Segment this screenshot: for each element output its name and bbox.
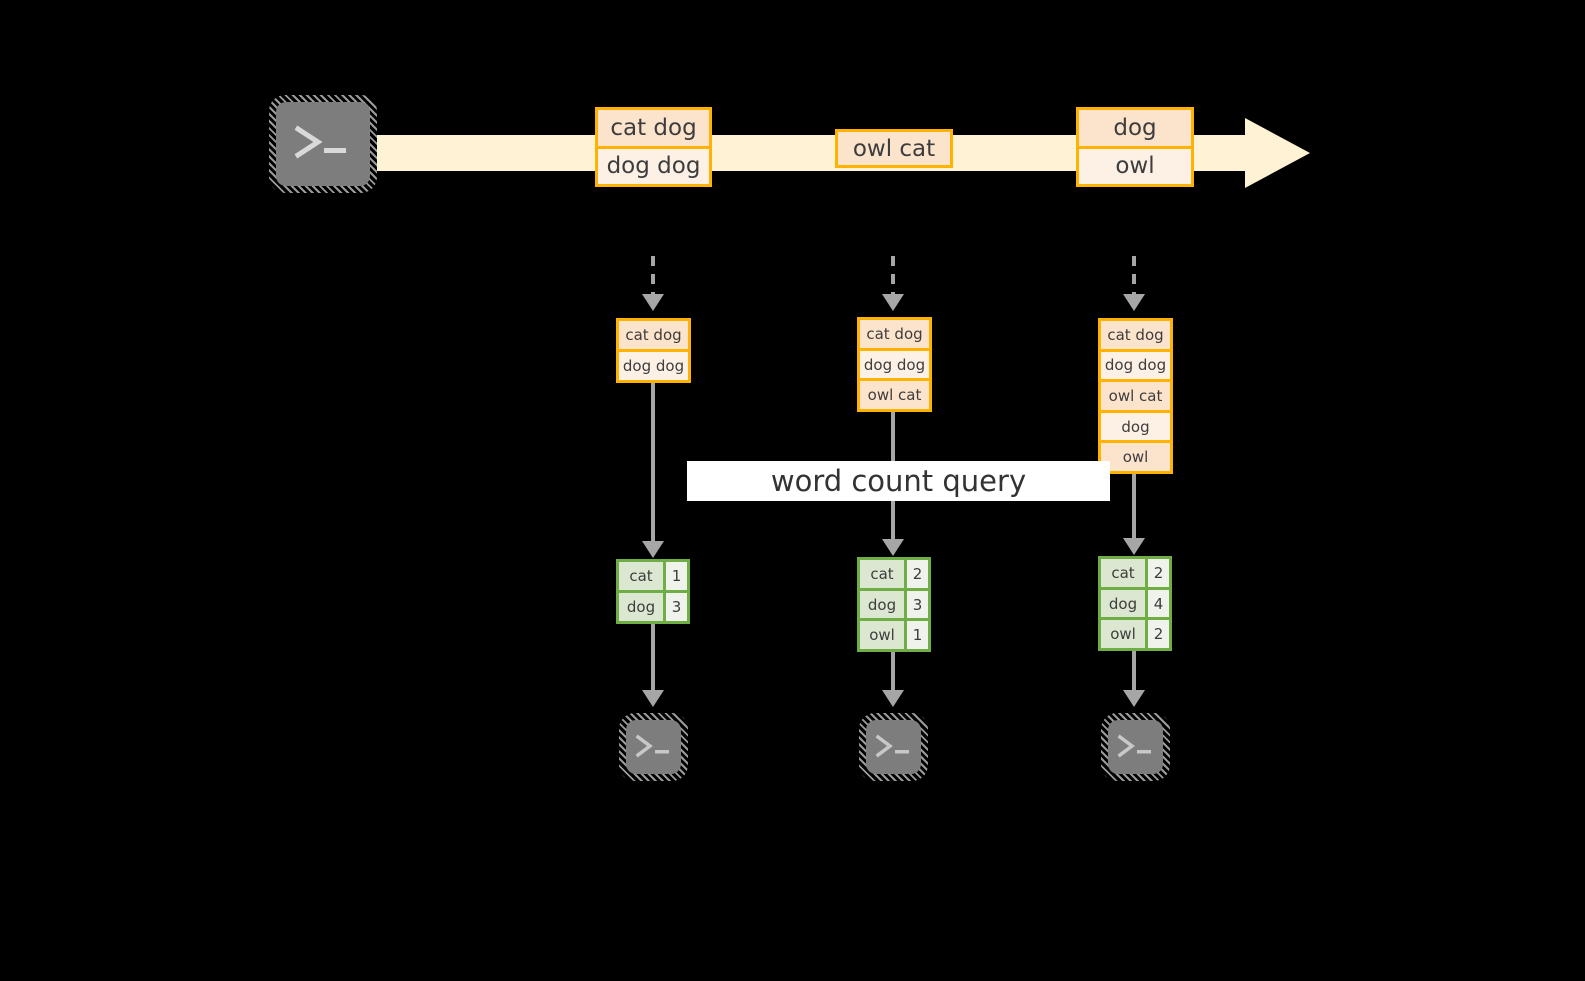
trigger-1-result-word-1: cat: [619, 562, 663, 590]
trigger-1-result-table[interactable]: cat 1 dog 3: [616, 559, 690, 624]
trigger-2-query-arrowhead: [882, 539, 904, 556]
terminal-prompt-glyph: [1108, 720, 1163, 774]
table-row: owl 2: [1101, 617, 1169, 649]
trigger-2-input-table[interactable]: cat dog dog dog owl cat: [857, 317, 932, 412]
terminal-face: [866, 720, 921, 774]
trigger-2-result-word-3: owl: [860, 621, 904, 650]
trigger-3-input-row-1: cat dog: [1101, 321, 1170, 349]
trigger-1-sink-connector: [651, 624, 655, 696]
trigger-2-result-count-2: 3: [904, 590, 928, 619]
terminal-prompt-glyph: [866, 720, 921, 774]
trigger-1-query-connector: [651, 383, 655, 550]
trigger-3-input-row-3: owl cat: [1101, 379, 1170, 410]
trigger-3-input-row-2: dog dog: [1101, 348, 1170, 380]
trigger-1-input-row-1: cat dog: [619, 321, 688, 349]
trigger-3-result-count-3: 2: [1145, 620, 1169, 649]
trigger-2-result-count-3: 1: [904, 621, 928, 650]
trigger-1-sink-arrowhead: [642, 690, 664, 707]
trigger-2-sink-connector: [891, 652, 895, 696]
table-row: cat 1: [619, 562, 687, 590]
trigger-3-result-word-2: dog: [1101, 589, 1145, 618]
stream-batch-2-line-1: owl cat: [838, 132, 950, 165]
stream-batch-3-line-2: owl: [1079, 145, 1191, 184]
trigger-2-input-row-2: dog dog: [860, 347, 929, 379]
trigger-3-result-word-3: owl: [1101, 620, 1145, 649]
trigger-3-sink-connector: [1132, 651, 1136, 696]
trigger-2-result-table[interactable]: cat 2 dog 3 owl 1: [857, 557, 931, 652]
stream-batch-3[interactable]: dog owl: [1076, 107, 1194, 187]
trigger-3-result-count-2: 4: [1145, 589, 1169, 618]
table-row: dog 3: [619, 590, 687, 621]
stream-batch-2[interactable]: owl cat: [835, 129, 953, 168]
terminal-face: [626, 720, 681, 774]
table-row: cat 2: [1101, 559, 1169, 587]
table-row: dog 4: [1101, 586, 1169, 618]
terminal-prompt-glyph: [626, 720, 681, 774]
trigger-1-input-row-2: dog dog: [619, 349, 688, 380]
trigger-2-dashed-arrowhead: [882, 294, 904, 311]
trigger-1-result-count-1: 1: [663, 562, 687, 590]
stream-batch-3-line-1: dog: [1079, 110, 1191, 146]
trigger-1-dashed-connector: [651, 256, 655, 298]
trigger-1-result-word-2: dog: [619, 593, 663, 621]
trigger-3-input-table[interactable]: cat dog dog dog owl cat dog owl: [1098, 318, 1173, 474]
trigger-3-input-row-4: dog: [1101, 409, 1170, 441]
word-count-query-banner: word count query: [687, 461, 1110, 501]
stream-batch-1-line-1: cat dog: [598, 110, 709, 146]
stream-batch-1-line-2: dog dog: [598, 145, 709, 184]
terminal-prompt-glyph: [276, 102, 370, 186]
trigger-3-result-table[interactable]: cat 2 dog 4 owl 2: [1098, 556, 1172, 651]
trigger-1-dashed-arrowhead: [642, 294, 664, 311]
trigger-2-dashed-connector: [891, 256, 895, 298]
trigger-1-query-arrowhead: [642, 541, 664, 558]
trigger-2-sink-arrowhead: [882, 690, 904, 707]
trigger-3-dashed-connector: [1132, 256, 1136, 298]
word-count-query-banner-label: word count query: [770, 464, 1027, 498]
trigger-3-sink-terminal-icon: [1101, 713, 1170, 781]
trigger-3-sink-arrowhead: [1123, 690, 1145, 707]
trigger-2-result-word-2: dog: [860, 590, 904, 619]
trigger-2-result-count-1: 2: [904, 560, 928, 588]
trigger-3-result-count-1: 2: [1145, 559, 1169, 587]
table-row: owl 1: [860, 618, 928, 650]
terminal-face: [1108, 720, 1163, 774]
trigger-3-query-arrowhead: [1123, 538, 1145, 555]
stream-batch-1[interactable]: cat dog dog dog: [595, 107, 712, 187]
trigger-1-result-count-2: 3: [663, 593, 687, 621]
trigger-1-input-table[interactable]: cat dog dog dog: [616, 318, 691, 383]
trigger-3-query-connector: [1132, 474, 1136, 550]
trigger-2-input-row-1: cat dog: [860, 320, 929, 348]
source-terminal-icon: [269, 95, 377, 193]
trigger-1-sink-terminal-icon: [619, 713, 688, 781]
trigger-3-result-word-1: cat: [1101, 559, 1145, 587]
table-row: dog 3: [860, 587, 928, 619]
trigger-2-result-word-1: cat: [860, 560, 904, 588]
terminal-face: [276, 102, 370, 186]
trigger-3-dashed-arrowhead: [1123, 294, 1145, 311]
trigger-3-input-row-5: owl: [1101, 440, 1170, 471]
trigger-2-sink-terminal-icon: [859, 713, 928, 781]
table-row: cat 2: [860, 560, 928, 588]
trigger-2-input-row-3: owl cat: [860, 378, 929, 410]
